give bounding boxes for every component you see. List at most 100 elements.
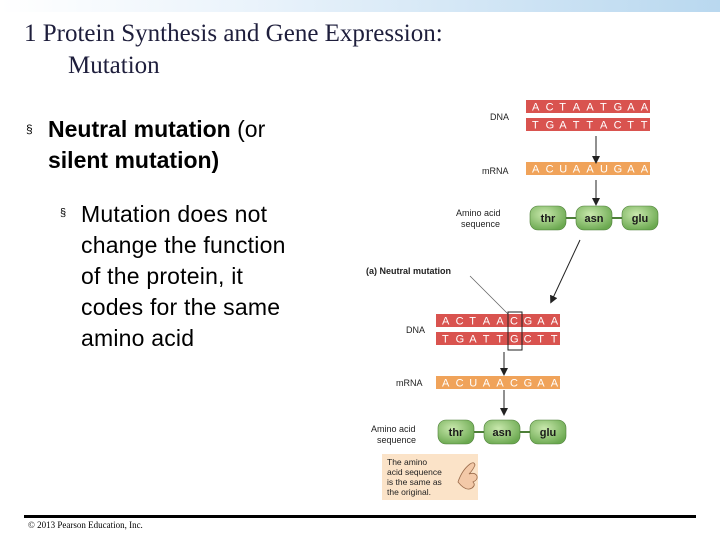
nucleotide-base: A: [532, 164, 540, 176]
nucleotide-base: A: [496, 316, 504, 328]
amino-acid-bead: [621, 205, 659, 231]
nucleotide-base: T: [586, 120, 593, 132]
nucleotide-base: T: [537, 334, 544, 346]
top-amino-acid-chain: thr asn glu: [529, 205, 659, 231]
bottom-amino-acid-chain: thr asn glu: [437, 419, 567, 445]
amino-acid-label: asn: [585, 213, 604, 225]
nucleotide-base: T: [442, 334, 449, 346]
note-line: is the same as: [387, 477, 442, 487]
nucleotide-base: A: [537, 316, 545, 328]
nucleotide-base: G: [614, 164, 623, 176]
nucleotide-base: C: [510, 316, 518, 328]
nucleotide-base: C: [510, 378, 518, 390]
bottom-mrna-label: mRNA: [396, 378, 423, 388]
nucleotide-base: T: [627, 120, 634, 132]
note-line: acid sequence: [387, 467, 442, 477]
nucleotide-base: A: [573, 102, 581, 114]
nucleotide-base: G: [614, 102, 623, 114]
amino-acid-label: glu: [632, 213, 649, 225]
nucleotide-base: A: [469, 334, 477, 346]
nucleotide-base: T: [483, 334, 490, 346]
nucleotide-base: G: [524, 378, 533, 390]
bullet-text-rest: (or: [230, 116, 266, 142]
bullet-text: Neutral mutation (or: [48, 114, 326, 145]
nucleotide-base: A: [532, 102, 540, 114]
pointing-hand-icon: [457, 462, 478, 490]
nucleotide-base: A: [551, 378, 559, 390]
sub-bullet-line: of the protein, it: [81, 263, 244, 289]
sub-bullet-line: amino acid: [81, 325, 195, 351]
amino-acid-label: asn: [493, 427, 512, 439]
header-gradient-bar: [0, 0, 720, 12]
strand-background: [526, 162, 650, 175]
nucleotide-base: A: [627, 102, 635, 114]
sub-bullet-line: Mutation does not: [81, 201, 268, 227]
slide-title-line2: Mutation: [68, 52, 160, 79]
top-dna-label: DNA: [490, 112, 509, 122]
top-mrna-label: mRNA: [482, 166, 509, 176]
nucleotide-base: A: [483, 378, 491, 390]
nucleotide-base: A: [627, 164, 635, 176]
copyright-notice: © 2013 Pearson Education, Inc.: [28, 520, 143, 530]
mutation-highlight-box: [507, 311, 523, 351]
bullet-marker: §: [26, 122, 33, 136]
nucleotide-base: T: [469, 316, 476, 328]
sub-bullet-marker: §: [60, 207, 67, 219]
nucleotide-base: T: [532, 120, 539, 132]
nucleotide-base: U: [559, 164, 567, 176]
strand-background: [526, 100, 650, 113]
nucleotide-base: A: [559, 120, 567, 132]
bullet-text-line2: silent mutation): [48, 147, 220, 173]
nucleotide-base: T: [641, 120, 648, 132]
nucleotide-base: A: [641, 164, 649, 176]
nucleotide-base: A: [573, 164, 581, 176]
sub-bullet-description: § Mutation does not change the function …: [60, 199, 320, 354]
bottom-aa-label-line1: Amino acid: [371, 424, 416, 434]
mutation-arrow: [550, 239, 581, 304]
top-aa-label-line2: sequence: [461, 219, 500, 229]
nucleotide-base: A: [586, 164, 594, 176]
nucleotide-base: U: [600, 164, 608, 176]
amino-acid-label: thr: [449, 427, 464, 439]
panel-leader-line: [469, 275, 509, 315]
nucleotide-base: A: [641, 102, 649, 114]
strand-background: [526, 118, 650, 131]
nucleotide-base: C: [456, 378, 464, 390]
strand-background: [436, 376, 560, 389]
nucleotide-base: A: [442, 378, 450, 390]
bullet-neutral-mutation: § Neutral mutation (or silent mutation): [26, 114, 326, 176]
nucleotide-base: G: [546, 120, 555, 132]
nucleotide-base: T: [496, 334, 503, 346]
nucleotide-base: T: [551, 334, 558, 346]
footer-rule: [24, 515, 696, 518]
nucleotide-base: G: [456, 334, 465, 346]
nucleotide-base: A: [586, 102, 594, 114]
nucleotide-base: A: [537, 378, 545, 390]
nucleotide-base: A: [496, 378, 504, 390]
nucleotide-base: A: [483, 316, 491, 328]
nucleotide-base: T: [559, 102, 566, 114]
amino-acid-label: glu: [540, 427, 557, 439]
nucleotide-base: T: [600, 102, 607, 114]
nucleotide-base: C: [456, 316, 464, 328]
nucleotide-base: A: [442, 316, 450, 328]
nucleotide-base: A: [551, 316, 559, 328]
slide-title: 1 Protein Synthesis and Gene Expression:…: [24, 18, 584, 82]
nucleotide-base: C: [546, 164, 554, 176]
amino-acid-label: thr: [541, 213, 556, 225]
nucleotide-base: C: [614, 120, 622, 132]
note-line: The amino: [387, 457, 427, 467]
amino-acid-bead: [529, 419, 567, 445]
top-aa-label-line1: Amino acid: [456, 208, 501, 218]
nucleotide-base: G: [510, 334, 519, 346]
bullet-bold-term: Neutral mutation: [48, 116, 231, 142]
nucleotide-base: T: [573, 120, 580, 132]
panel-label: (a) Neutral mutation: [366, 266, 451, 276]
